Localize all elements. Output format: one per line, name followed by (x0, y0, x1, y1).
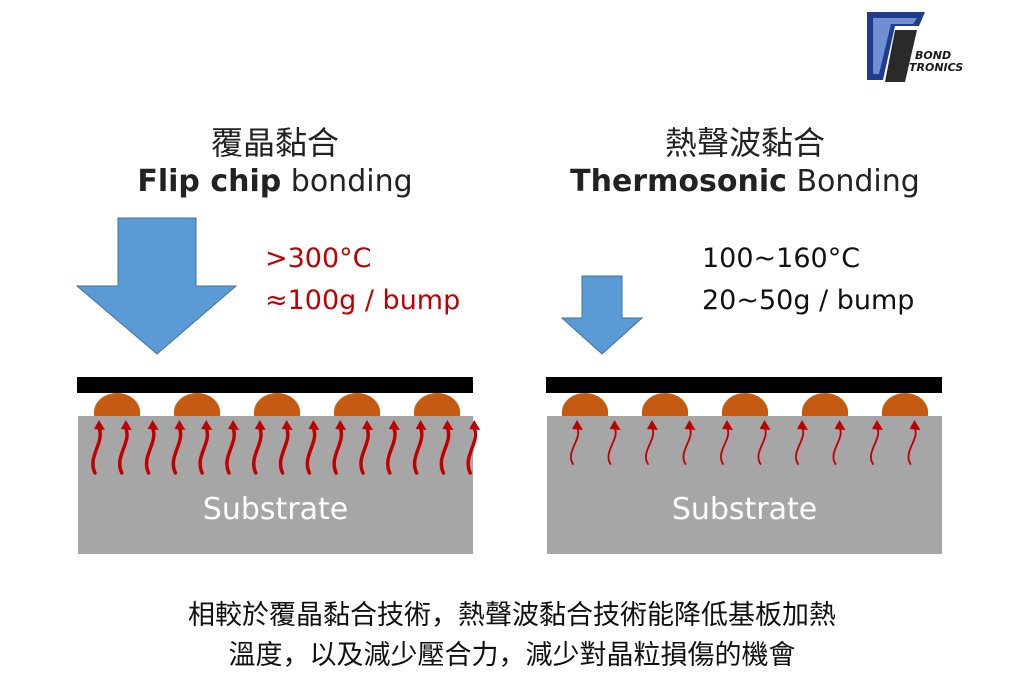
right-heat-arrow (870, 427, 880, 465)
summary-text: 相較於覆晶黏合技術，熱聲波黏合技術能降低基板加熱 溫度，以及減少壓合力，減少對晶… (0, 596, 1024, 676)
left-substrate-label: Substrate (202, 492, 349, 527)
left-bumps (94, 393, 460, 416)
right-heat-arrowhead (872, 420, 883, 430)
right-heat-arrow (795, 427, 805, 465)
left-bump (94, 393, 140, 416)
right-title-en-bold: Thermosonic (570, 164, 787, 199)
left-title-en-bold: Flip chip (137, 164, 282, 199)
left-heat-arrow (439, 426, 451, 475)
bondtronics-logo: BOND TRONICS (855, 8, 980, 88)
right-temperature: 100~160°C (702, 243, 861, 274)
left-heat-arrowhead (335, 420, 347, 430)
left-heat-arrow (171, 426, 183, 475)
left-bump (254, 393, 300, 416)
right-heat-arrow (682, 427, 692, 465)
left-heat-arrowhead (469, 420, 481, 430)
left-title-en: Flip chip bonding (65, 164, 485, 199)
left-heat-arrowhead (442, 420, 454, 430)
right-params: 100~160°C 20~50g / bump (702, 238, 914, 322)
right-heat-arrowhead (647, 420, 658, 430)
left-params: >300°C ≈100g / bump (265, 238, 460, 322)
right-heat-arrowhead (759, 420, 771, 430)
right-heat-arrow (907, 427, 917, 465)
left-heat-arrow (225, 426, 236, 475)
left-chip (77, 377, 473, 393)
left-heat-arrow (252, 426, 263, 475)
bt-logo-mark (867, 12, 925, 82)
right-bump (642, 393, 688, 416)
left-force: ≈100g / bump (265, 285, 461, 316)
right-heat-arrow (832, 427, 842, 465)
right-heat-arrow (607, 427, 617, 465)
left-heat-arrow (332, 426, 344, 475)
left-heat-arrowhead (388, 420, 400, 430)
right-title-en: Thermosonic Bonding (535, 164, 955, 199)
left-heat-arrowhead (281, 420, 293, 430)
right-heat-arrows (570, 420, 921, 465)
left-substrate (78, 416, 473, 554)
left-heat-arrow (466, 426, 478, 475)
left-heat-arrowhead (415, 420, 427, 430)
right-heat-arrowhead (722, 420, 733, 430)
left-heat-arrowhead (308, 420, 320, 430)
left-heat-arrowhead (174, 420, 186, 430)
right-force: 20~50g / bump (702, 285, 915, 316)
right-bump (802, 393, 848, 416)
left-bump (334, 393, 380, 416)
right-substrate (547, 416, 942, 554)
left-heat-arrowhead (94, 420, 105, 430)
left-heat-arrow (144, 426, 156, 475)
right-bump (562, 393, 608, 416)
right-heat-arrowhead (909, 420, 921, 430)
left-heat-arrowhead (228, 420, 239, 430)
left-heat-arrow (359, 426, 370, 475)
left-heat-arrow (91, 426, 102, 475)
left-heat-arrow (305, 426, 317, 475)
right-bump (722, 393, 768, 416)
left-bump (414, 393, 460, 416)
left-title-zh: 覆晶黏合 (210, 124, 339, 162)
right-pressure-arrow (560, 275, 644, 355)
left-heat-arrow (278, 426, 290, 475)
right-substrate-label: Substrate (671, 492, 818, 527)
right-bumps (562, 393, 928, 416)
left-substrate-label-wrap: Substrate (78, 492, 473, 527)
left-heat-arrowhead (120, 420, 132, 430)
right-heat-arrow (720, 427, 730, 465)
left-heat-arrowhead (362, 420, 373, 430)
left-heat-arrowhead (147, 420, 159, 430)
right-heat-arrowhead (684, 420, 696, 430)
right-heat-arrowhead (609, 420, 621, 430)
summary-line1: 相較於覆晶黏合技術，熱聲波黏合技術能降低基板加熱 (188, 600, 836, 631)
summary-line2: 溫度，以及減少壓合力，減少對晶粒損傷的機會 (228, 640, 796, 671)
right-chip (546, 377, 942, 393)
logo-line2: TRONICS (909, 61, 964, 74)
right-heat-arrow (757, 427, 767, 465)
left-heat-arrowhead (254, 420, 266, 430)
left-heat-arrow (118, 426, 129, 475)
right-substrate-label-wrap: Substrate (547, 492, 942, 527)
right-bump (882, 393, 928, 416)
left-title-en-rest: bonding (281, 164, 413, 199)
right-title-zh: 熱聲波黏合 (664, 124, 825, 162)
right-heat-arrowhead (572, 420, 583, 430)
right-heat-arrow (570, 427, 580, 465)
logo-line1: BOND (915, 49, 952, 62)
left-heat-arrow (412, 426, 424, 475)
left-heat-arrow (198, 426, 210, 475)
right-heat-arrowhead (834, 420, 846, 430)
right-heat-arrow (645, 427, 655, 465)
right-heat-arrowhead (797, 420, 808, 430)
left-heat-arrow (386, 426, 397, 475)
right-title-en-rest: Bonding (786, 164, 920, 199)
left-bump (174, 393, 220, 416)
left-temperature: >300°C (265, 243, 372, 274)
left-heat-arrowhead (201, 420, 213, 430)
left-heat-arrows (91, 420, 481, 475)
left-pressure-arrow (75, 217, 238, 355)
